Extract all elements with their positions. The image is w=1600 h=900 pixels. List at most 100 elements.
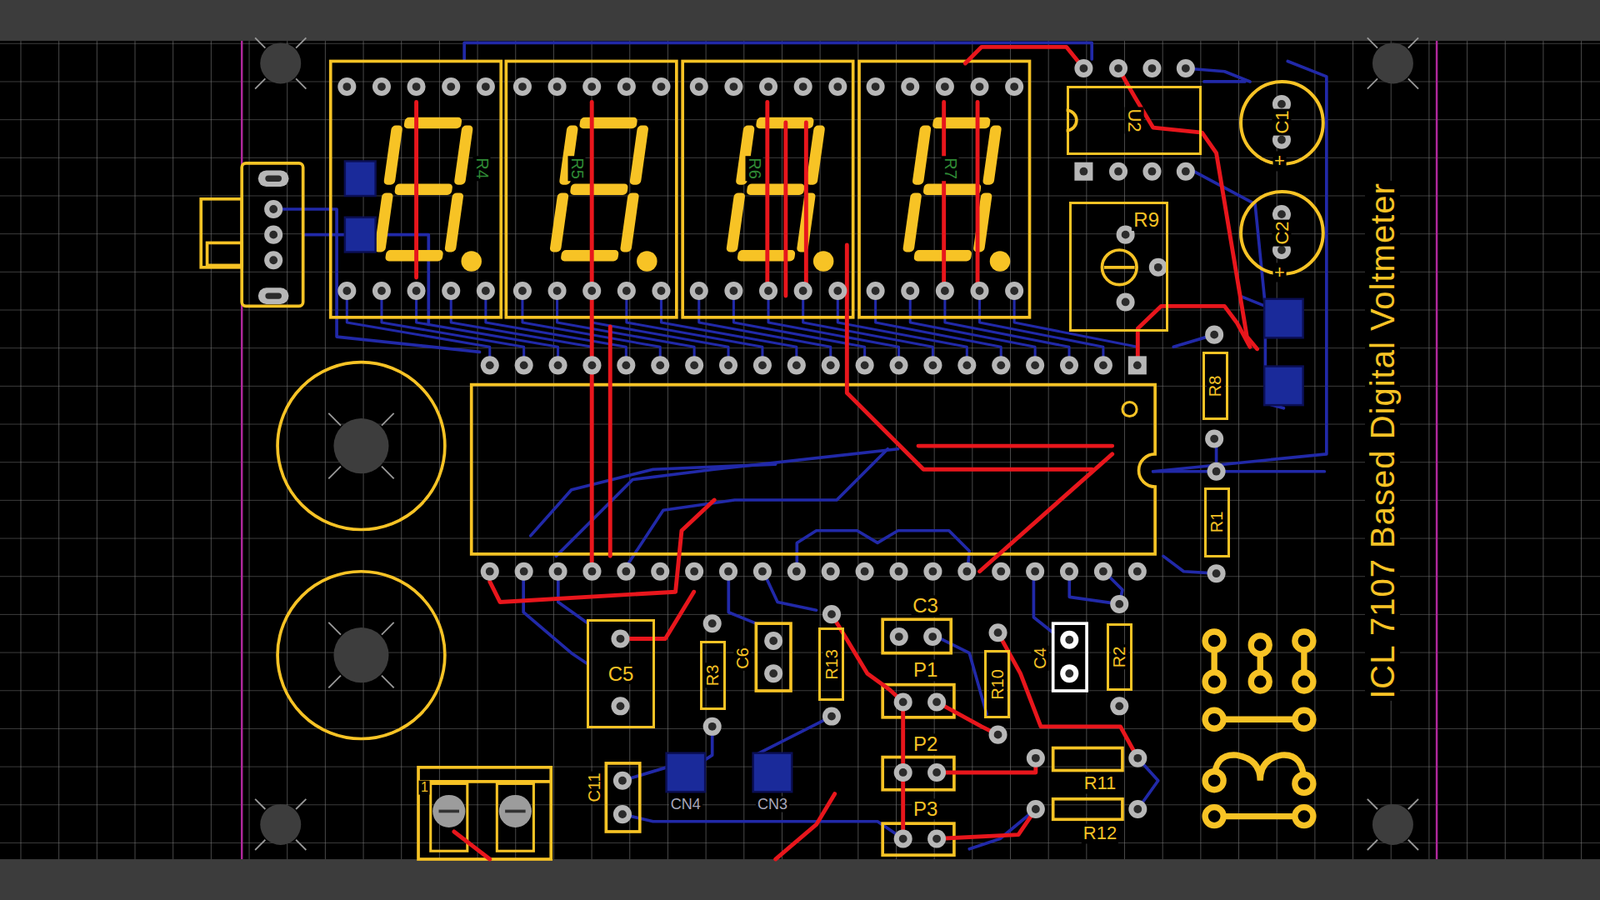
round-pad — [1060, 664, 1079, 683]
smd-pad — [345, 217, 376, 253]
copper-trace — [622, 814, 904, 839]
segment — [902, 192, 922, 252]
pad-hole — [1210, 330, 1219, 340]
round-pad — [1060, 630, 1079, 650]
pad-hole — [764, 286, 773, 295]
trimpot-symbol — [1104, 265, 1135, 270]
pad-hole — [826, 360, 835, 370]
round-pad — [927, 763, 946, 782]
component-label: R9 — [1131, 209, 1161, 230]
mounting-hole — [260, 42, 301, 84]
segment — [560, 250, 619, 261]
copper-trace — [783, 122, 788, 296]
component-label: R10 — [988, 667, 1006, 702]
segment — [932, 117, 991, 129]
component-label: R2 — [1110, 645, 1129, 670]
pad-hole — [587, 286, 596, 295]
pad-hole — [657, 82, 666, 91]
square-pad — [1074, 162, 1093, 181]
pad-hole — [792, 360, 801, 370]
round-pad — [480, 355, 500, 375]
drill-hole — [333, 418, 389, 474]
drill-hole — [333, 627, 389, 683]
logo-ring — [1295, 807, 1314, 826]
pad-hole — [695, 286, 704, 295]
component-label: C6 — [734, 645, 752, 671]
copper-trace — [414, 101, 419, 278]
copper-trace — [590, 101, 595, 571]
round-pad — [724, 77, 743, 96]
logo-ring — [1205, 807, 1224, 826]
round-pad — [923, 627, 942, 646]
ref-designator: R4 — [472, 155, 490, 181]
smd-pad — [1264, 366, 1304, 406]
round-pad — [613, 805, 632, 824]
segment — [394, 183, 453, 195]
decimal-point — [990, 250, 1010, 271]
pad-hole — [446, 286, 455, 295]
smd-pad — [1264, 299, 1304, 339]
round-pad — [264, 250, 283, 270]
component-label: R12 — [1081, 824, 1119, 844]
round-pad — [753, 562, 772, 581]
pad-hole — [1114, 64, 1123, 73]
round-pad — [613, 771, 632, 790]
copper-trace — [969, 809, 1036, 850]
hole-tick — [295, 78, 306, 89]
hole-tick — [295, 37, 306, 48]
pad-hole — [621, 567, 630, 576]
round-pad — [957, 355, 976, 375]
round-pad — [372, 77, 391, 96]
pad-hole — [1010, 82, 1019, 91]
pad-hole — [1277, 245, 1286, 255]
pad-hole — [1121, 298, 1130, 307]
copper-trace — [980, 454, 1113, 572]
hole-tick — [1408, 840, 1419, 850]
pad-hole — [520, 360, 529, 370]
hole-tick — [295, 840, 306, 850]
round-pad — [927, 692, 946, 711]
square-pad — [1128, 355, 1147, 375]
pad-hole — [1065, 360, 1074, 370]
round-pad — [828, 77, 847, 96]
round-pad — [690, 281, 709, 300]
pad-hole — [799, 82, 808, 91]
pad-hole — [1030, 567, 1040, 576]
pad-hole — [1030, 360, 1040, 370]
round-pad — [1142, 162, 1161, 181]
round-pad — [935, 281, 955, 300]
copper-trace — [804, 122, 809, 296]
pad-hole — [928, 632, 937, 641]
pad-hole — [695, 82, 704, 91]
hole-tick — [1408, 78, 1419, 89]
pad-hole — [929, 567, 938, 576]
component-outline: R9 — [1069, 201, 1169, 332]
pad-hole — [1148, 167, 1157, 176]
round-pad — [794, 281, 813, 300]
hole-tick — [381, 413, 395, 426]
ref-designator: R6 — [745, 155, 763, 181]
pad-hole — [518, 82, 527, 91]
hole-tick — [255, 840, 265, 850]
pad-hole — [412, 82, 421, 91]
round-pad — [476, 77, 495, 96]
round-pad — [582, 281, 601, 300]
top-traces — [416, 46, 1258, 860]
component-label: R11 — [1082, 774, 1119, 794]
copper-trace — [796, 530, 970, 572]
pad-hole — [708, 619, 717, 628]
pad-hole — [827, 610, 836, 619]
hole-tick — [1367, 37, 1378, 48]
copper-trace — [998, 632, 1139, 759]
seven-segment-digit — [548, 117, 650, 262]
round-pad — [264, 225, 283, 245]
round-pad — [855, 562, 875, 581]
logo-ring — [1295, 774, 1314, 793]
copper-trace — [530, 464, 776, 536]
copper-trace — [1153, 470, 1325, 474]
component-label: P1 — [911, 660, 940, 681]
pad-hole — [1212, 467, 1221, 476]
copper-trace — [941, 101, 946, 296]
round-pad — [989, 623, 1008, 642]
